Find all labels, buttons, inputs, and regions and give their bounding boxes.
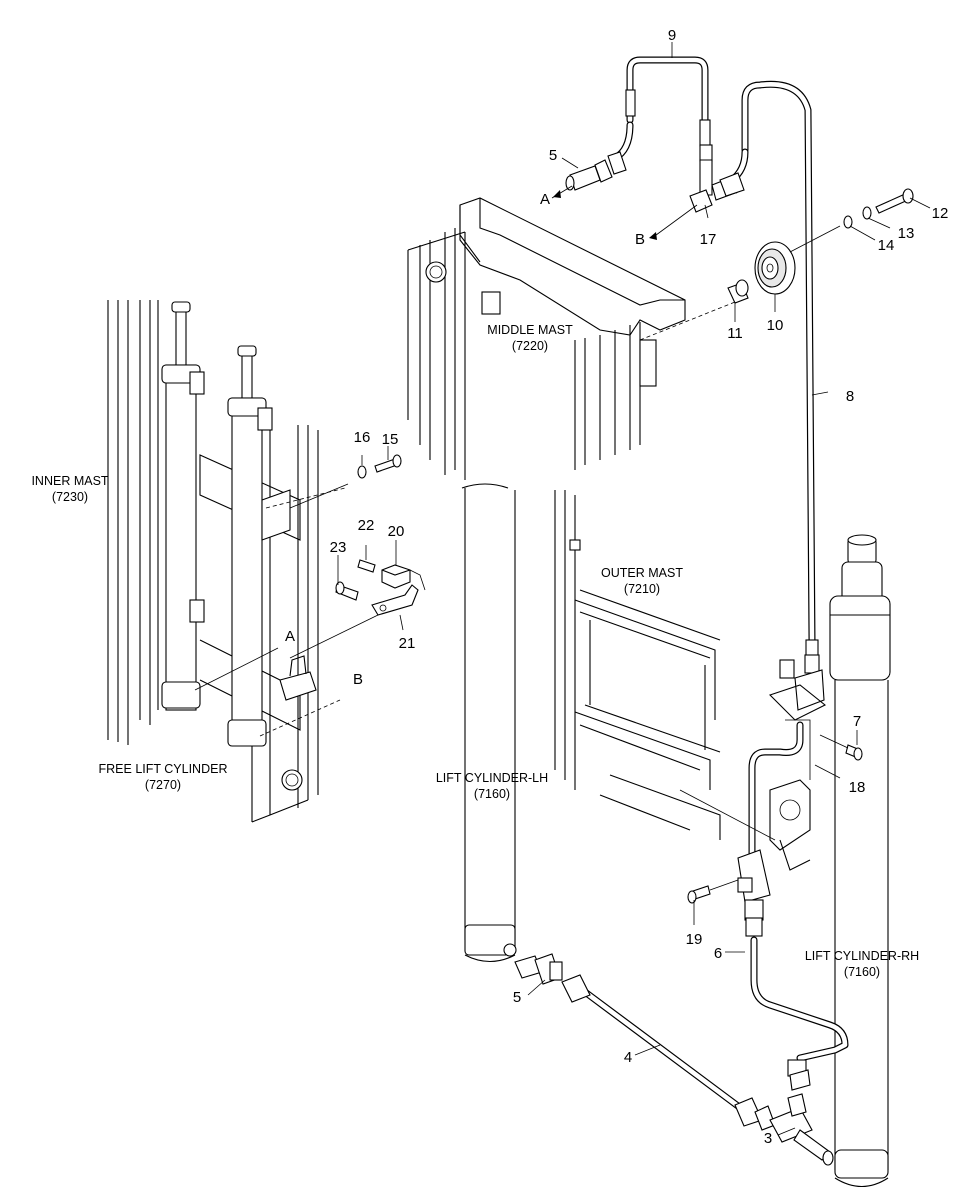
callout-9: 9 bbox=[668, 27, 676, 44]
ref-b-top: B bbox=[635, 231, 645, 248]
inner-mast-rails bbox=[107, 300, 319, 823]
sheave-10 bbox=[754, 241, 796, 295]
hose-8 bbox=[728, 80, 820, 674]
free-lift-cylinder-label: FREE LIFT CYLINDER bbox=[99, 762, 228, 776]
outer-mast-label: OUTER MAST bbox=[601, 566, 683, 580]
free-lift-cylinder bbox=[161, 301, 273, 747]
outer-mast-code: (7210) bbox=[624, 582, 660, 596]
callout-8: 8 bbox=[846, 388, 854, 405]
bolt-washer-15-16 bbox=[357, 454, 402, 479]
ref-a-left: A bbox=[285, 628, 295, 645]
callout-4: 4 bbox=[624, 1049, 632, 1066]
callout-5-top: 5 bbox=[549, 147, 557, 164]
middle-mast-label: MIDDLE MAST bbox=[487, 323, 573, 337]
callout-22: 22 bbox=[358, 517, 375, 534]
callout-11: 11 bbox=[727, 325, 743, 342]
callout-21: 21 bbox=[399, 635, 416, 652]
tee-fitting-17 bbox=[689, 144, 745, 213]
callout-7: 7 bbox=[853, 713, 861, 730]
hose-9 bbox=[611, 56, 711, 162]
middle-mast-code: (7220) bbox=[512, 339, 548, 353]
fitting-5-bottom bbox=[514, 953, 563, 985]
bracket-21 bbox=[371, 584, 419, 616]
callout-17: 17 bbox=[700, 231, 717, 248]
bushing-11 bbox=[727, 279, 749, 304]
callout-16: 16 bbox=[354, 429, 371, 446]
callout-6: 6 bbox=[714, 945, 722, 962]
outer-mast bbox=[554, 490, 811, 871]
callout-3: 3 bbox=[764, 1130, 772, 1147]
fitting-5-top bbox=[565, 151, 627, 191]
bolt-22 bbox=[357, 559, 376, 573]
ref-b-left: B bbox=[353, 671, 363, 688]
lift-cylinder-lh-label: LIFT CYLINDER-LH bbox=[436, 771, 548, 785]
bolt-19 bbox=[687, 885, 711, 904]
callout-14: 14 bbox=[878, 237, 895, 254]
clamp-20 bbox=[381, 564, 411, 589]
tee-fitting-3 bbox=[769, 1093, 834, 1166]
callout-10: 10 bbox=[767, 317, 784, 334]
cylinder-rh-piping bbox=[737, 659, 849, 1091]
hose-4 bbox=[561, 974, 776, 1131]
callout-19: 19 bbox=[686, 931, 703, 948]
lift-cylinder-rh bbox=[829, 534, 891, 1188]
bolt-7 bbox=[845, 744, 863, 761]
lift-cylinder-lh bbox=[461, 483, 517, 963]
middle-mast bbox=[407, 197, 741, 480]
callout-5-bottom: 5 bbox=[513, 989, 521, 1006]
inner-mast-label: INNER MAST bbox=[31, 474, 108, 488]
bolt-23 bbox=[335, 581, 359, 601]
free-lift-cylinder-code: (7270) bbox=[145, 778, 181, 792]
inner-mast-code: (7230) bbox=[52, 490, 88, 504]
ref-a-top: A bbox=[540, 191, 550, 208]
callout-leaders bbox=[337, 42, 931, 1136]
lift-cylinder-rh-code: (7160) bbox=[844, 965, 880, 979]
callout-13: 13 bbox=[898, 225, 915, 242]
lift-cylinder-rh-label: LIFT CYLINDER-RH bbox=[805, 949, 919, 963]
inner-mast-bracket bbox=[261, 489, 317, 701]
bolt-washers-12-14 bbox=[843, 188, 914, 229]
callout-12: 12 bbox=[932, 205, 949, 222]
callout-23: 23 bbox=[330, 539, 347, 556]
callout-15: 15 bbox=[382, 431, 399, 448]
lift-cylinder-lh-code: (7160) bbox=[474, 787, 510, 801]
callout-18: 18 bbox=[849, 779, 866, 796]
callout-20: 20 bbox=[388, 523, 405, 540]
